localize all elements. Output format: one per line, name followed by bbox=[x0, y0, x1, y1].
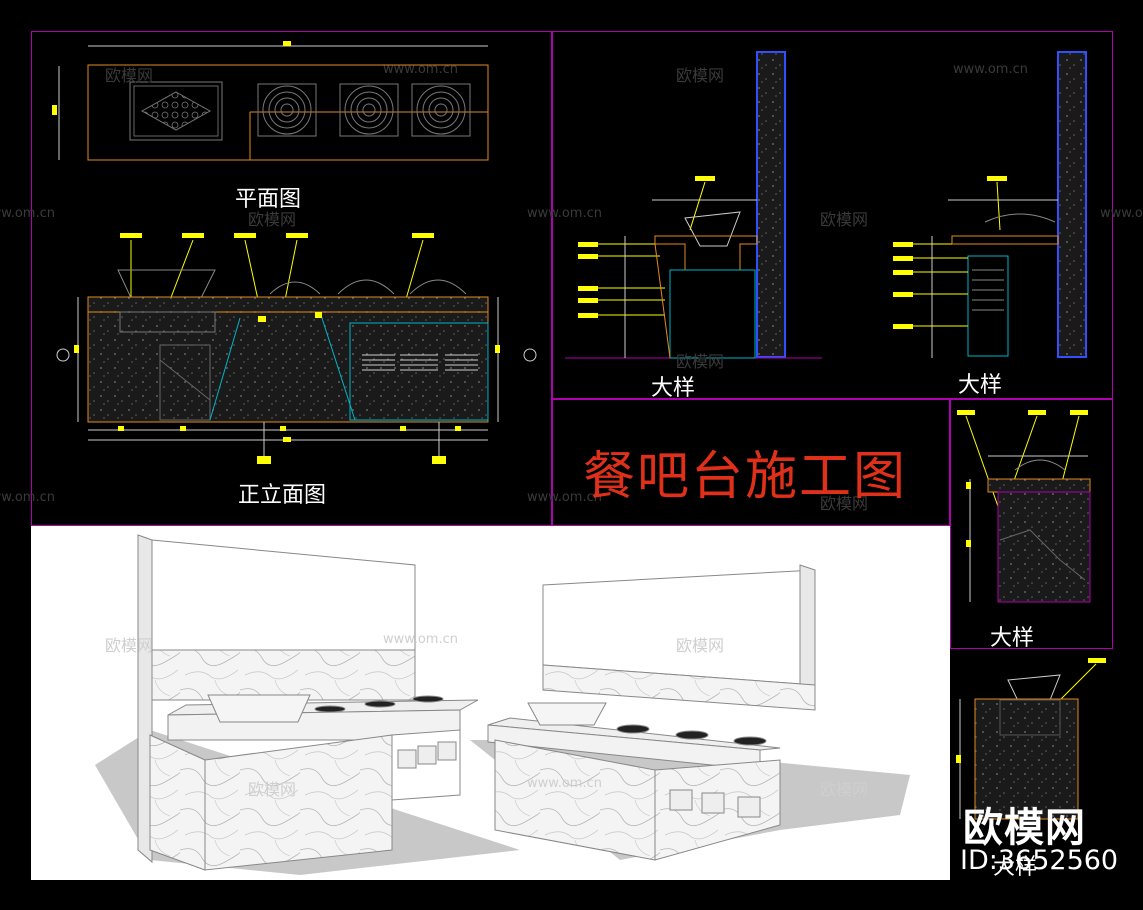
frame-plan-elevation bbox=[31, 31, 552, 526]
detail-label-3: 大样 bbox=[990, 626, 1035, 651]
brand-id-text: ID:3652560 bbox=[960, 845, 1119, 876]
brand-logo-text: 欧模网 bbox=[963, 805, 1086, 851]
detail-label-2: 大样 bbox=[958, 373, 1003, 398]
frame-title-block bbox=[552, 399, 950, 526]
section-detail-1 bbox=[565, 51, 822, 359]
frame-detail-right-upper bbox=[950, 399, 1113, 649]
section-detail-2 bbox=[893, 51, 1087, 358]
render-counter-right bbox=[470, 564, 910, 861]
plan-view-label: 平面图 bbox=[235, 187, 302, 212]
front-elevation-label: 正立面图 bbox=[238, 483, 327, 508]
detail-label-1: 大样 bbox=[651, 376, 696, 401]
render-counter-left bbox=[95, 534, 520, 875]
section-detail-4 bbox=[956, 658, 1106, 820]
detail-label-4: 大样 bbox=[993, 855, 1038, 880]
plan-view bbox=[52, 41, 489, 161]
drawing-title: 餐吧台施工图 bbox=[583, 447, 908, 507]
section-detail-3 bbox=[957, 410, 1091, 603]
frame-section-details bbox=[552, 31, 1113, 399]
front-elevation-view bbox=[56, 233, 537, 464]
